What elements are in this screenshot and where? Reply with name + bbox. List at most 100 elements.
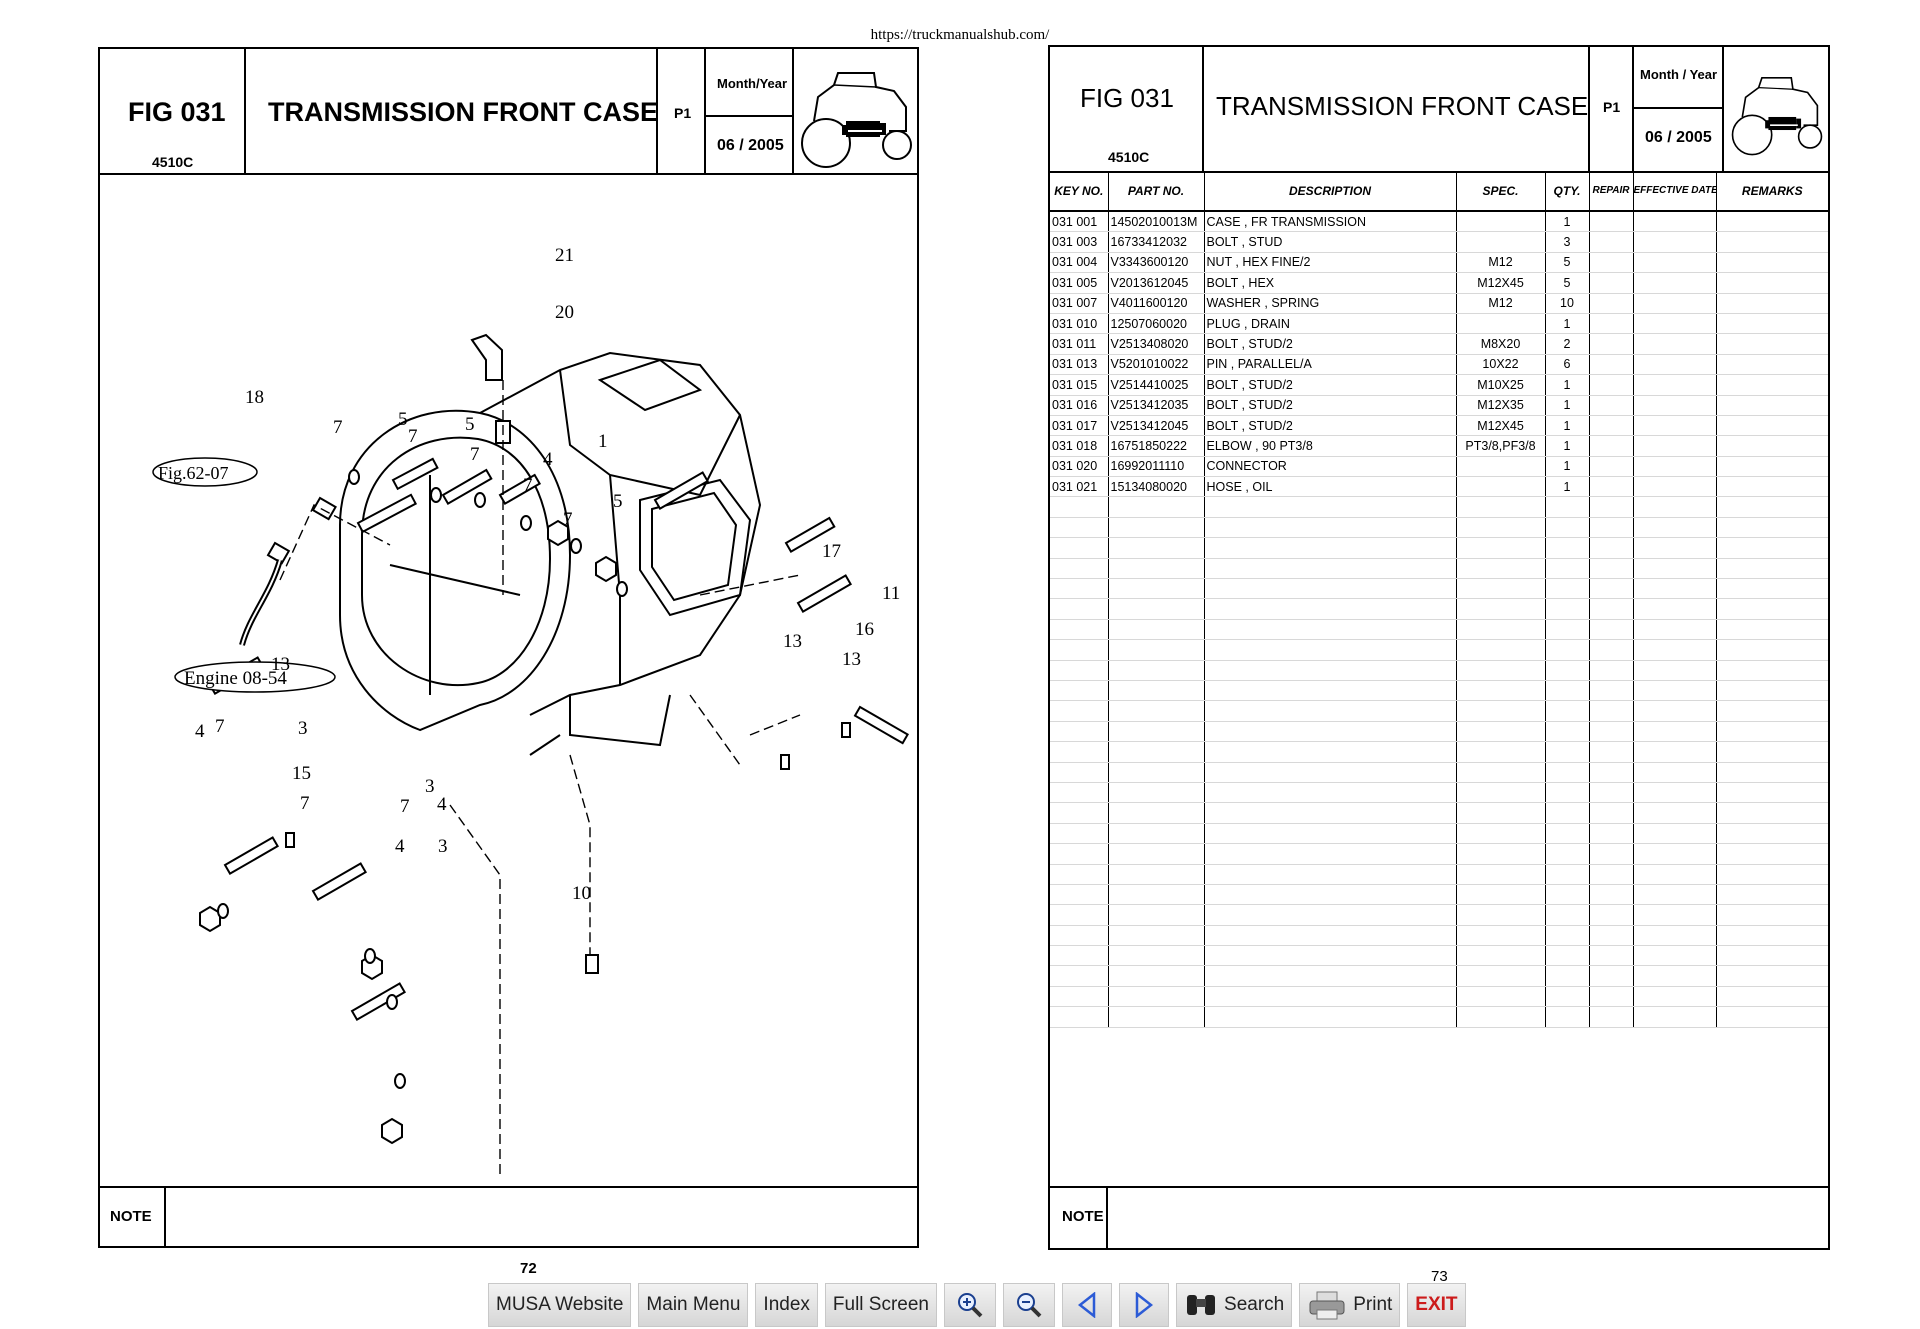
next-page-button[interactable]	[1119, 1283, 1170, 1327]
table-cell	[1050, 496, 1109, 518]
binoculars-icon	[1187, 1295, 1216, 1315]
table-row	[1050, 517, 1828, 539]
table-cell	[1545, 578, 1590, 600]
callout-number: 7	[215, 716, 225, 737]
callout-number: 13	[783, 631, 802, 652]
table-cell: 031 011	[1050, 333, 1109, 355]
table-cell	[1050, 680, 1109, 702]
prev-page-button[interactable]	[1062, 1283, 1113, 1327]
table-cell	[1204, 598, 1457, 620]
column-header: REPAIR	[1589, 171, 1634, 212]
table-cell	[1545, 1006, 1590, 1028]
column-header: KEY NO.	[1050, 171, 1109, 212]
callout-number: 7	[470, 444, 480, 465]
table-cell	[1545, 721, 1590, 743]
table-cell: 12507060020	[1108, 313, 1205, 335]
exit-button[interactable]: EXIT	[1407, 1283, 1466, 1327]
table-cell: PLUG , DRAIN	[1204, 313, 1457, 335]
table-cell	[1589, 598, 1634, 620]
table-cell	[1716, 395, 1828, 416]
table-cell	[1633, 578, 1717, 600]
table-cell	[1633, 333, 1717, 355]
print-button[interactable]: Print	[1299, 1283, 1401, 1327]
table-cell	[1716, 700, 1828, 722]
table-cell	[1589, 578, 1634, 600]
table-cell: M12X45	[1456, 415, 1546, 437]
table-cell	[1589, 680, 1634, 702]
table-cell	[1589, 843, 1634, 865]
main-menu-button[interactable]: Main Menu	[638, 1283, 749, 1327]
table-cell	[1633, 965, 1717, 987]
page-code: P1	[674, 105, 692, 121]
table-cell	[1716, 293, 1828, 314]
callout-number: 3	[425, 776, 435, 797]
search-button[interactable]: Search	[1176, 1283, 1293, 1327]
table-cell	[1545, 619, 1590, 641]
table-row	[1050, 823, 1828, 845]
table-cell	[1633, 496, 1717, 518]
table-cell	[1589, 333, 1634, 355]
table-cell	[1204, 558, 1457, 580]
callout-number: 17	[822, 541, 841, 562]
table-cell	[1204, 802, 1457, 824]
table-cell	[1716, 272, 1828, 294]
table-cell: 10	[1545, 293, 1590, 314]
table-cell	[1716, 231, 1828, 253]
table-cell	[1716, 578, 1828, 600]
table-row	[1050, 802, 1828, 824]
table-cell	[1716, 558, 1828, 580]
table-cell	[1589, 272, 1634, 294]
full-screen-button[interactable]: Full Screen	[824, 1283, 938, 1327]
table-cell	[1589, 700, 1634, 722]
table-cell	[1456, 660, 1546, 681]
table-row	[1050, 619, 1828, 641]
table-cell	[1204, 904, 1457, 926]
table-cell	[1589, 1006, 1634, 1028]
printer-icon	[1309, 1291, 1345, 1320]
table-cell	[1050, 843, 1109, 865]
table-cell	[1050, 558, 1109, 580]
musa-website-button[interactable]: MUSA Website	[488, 1283, 632, 1327]
note-label: NOTE	[110, 1208, 152, 1225]
table-cell	[1633, 945, 1717, 967]
callout-number: 3	[438, 836, 448, 857]
table-cell	[1545, 639, 1590, 661]
callout-number: 4	[543, 449, 553, 470]
table-cell: BOLT , STUD/2	[1204, 333, 1457, 355]
table-cell	[1108, 864, 1205, 885]
table-cell	[1456, 802, 1546, 824]
table-cell	[1204, 578, 1457, 600]
table-cell	[1456, 313, 1546, 335]
table-row	[1050, 741, 1828, 763]
table-cell	[1633, 639, 1717, 661]
table-cell: 031 017	[1050, 415, 1109, 437]
table-cell	[1108, 660, 1205, 681]
table-row	[1050, 904, 1828, 926]
table-cell	[1108, 904, 1205, 926]
table-row	[1050, 537, 1828, 559]
table-cell	[1716, 802, 1828, 824]
table-cell: V2513412035	[1108, 395, 1205, 416]
table-cell	[1716, 354, 1828, 376]
index-button[interactable]: Index	[755, 1283, 818, 1327]
zoom-out-button[interactable]	[1003, 1283, 1056, 1327]
table-cell	[1633, 680, 1717, 702]
table-cell	[1716, 965, 1828, 987]
column-header: QTY.	[1545, 171, 1590, 212]
table-row	[1050, 762, 1828, 783]
table-cell	[1204, 700, 1457, 722]
table-cell	[1545, 660, 1590, 681]
callout-number: 10	[572, 883, 591, 904]
table-cell	[1633, 476, 1717, 498]
zoom-in-button[interactable]	[944, 1283, 997, 1327]
table-cell	[1545, 517, 1590, 539]
callout-number: 15	[292, 763, 311, 784]
callout-number: 4	[437, 794, 447, 815]
table-cell	[1050, 884, 1109, 906]
table-cell: 1	[1545, 313, 1590, 335]
table-cell: 031 004	[1050, 252, 1109, 274]
table-cell	[1108, 965, 1205, 987]
table-cell	[1545, 864, 1590, 885]
